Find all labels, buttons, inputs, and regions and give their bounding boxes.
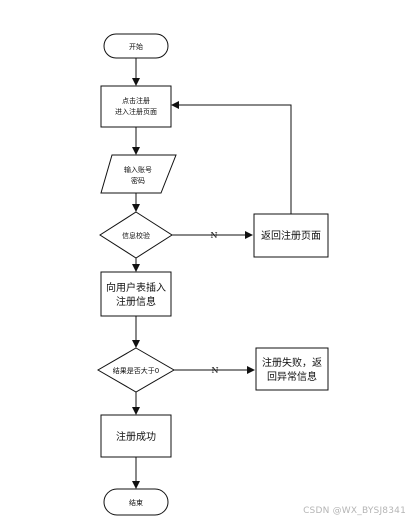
result-check-label: 结果是否大于0 [113, 366, 159, 375]
end-node [103, 488, 169, 516]
success-node [100, 414, 172, 458]
success-label: 注册成功 [116, 430, 156, 443]
input-account-label-2: 密码 [131, 176, 145, 185]
start-label: 开始 [129, 42, 143, 51]
edge-back-loop [171, 101, 292, 214]
end-label: 结束 [129, 498, 143, 507]
click-register-label-1: 点击注册 [122, 96, 150, 105]
fail-label-2: 回异常信息 [267, 370, 317, 383]
input-account-label-1: 输入账号 [124, 165, 152, 174]
click-register-label-2: 进入注册页面 [115, 107, 157, 116]
input-account-node [100, 154, 177, 194]
click-register-node [100, 85, 172, 128]
check-info-label: 信息校验 [122, 231, 150, 240]
insert-user-label-1: 向用户表插入 [106, 281, 166, 294]
fail-node [255, 347, 329, 391]
insert-user-node [100, 271, 172, 317]
edge-label-n-2: N [212, 366, 219, 375]
watermark: CSDN @WX_BYSJ8341 [303, 506, 406, 516]
back-register-label: 返回注册页面 [261, 229, 321, 242]
edge-label-n-1: N [211, 231, 218, 240]
fail-label-1: 注册失败，返 [262, 356, 322, 369]
insert-user-label-2: 注册信息 [116, 295, 156, 308]
